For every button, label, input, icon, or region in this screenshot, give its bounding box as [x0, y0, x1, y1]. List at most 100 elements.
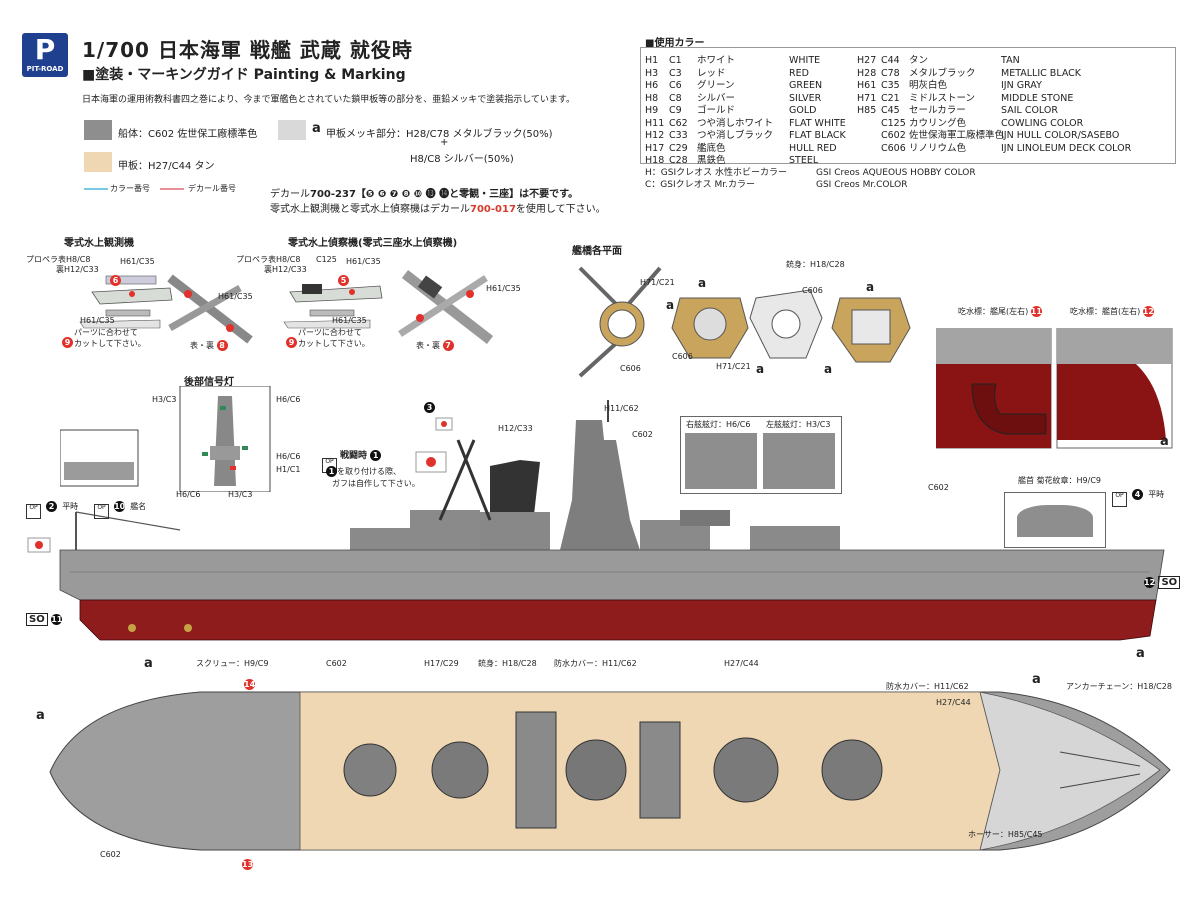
color-cell: FLAT WHITE [789, 117, 846, 129]
color-cell: TAN [1001, 55, 1020, 66]
top-h27b-label: H27/C44 [936, 698, 971, 707]
decal-4-num: 4 [1132, 489, 1144, 500]
recon-h61-label-2: H61/C35 [332, 316, 367, 325]
top-a-marker-1: a [144, 656, 153, 671]
bridge-plan-4 [831, 297, 911, 363]
bridge-plan-2 [671, 297, 749, 359]
top-c602b-label: C602 [100, 850, 121, 859]
top-gun-label: 銃身：H18/C28 [478, 659, 537, 668]
color-cell: IJN LINOLEUM DECK COLOR [1001, 142, 1132, 154]
color-cell: C78 [881, 67, 900, 79]
ship-name-op-text: OP [97, 504, 106, 511]
recon-c125-label: C125 [316, 255, 337, 264]
logo-mark: P [34, 33, 56, 66]
top-anchor-label: アンカーチェーン：H18/C28 [1066, 682, 1172, 691]
obs-h61-label-1: H61/C35 [120, 257, 155, 266]
peace-left-badge: OP 2 平時 [26, 494, 78, 519]
color-cell: WHITE [789, 55, 821, 66]
rear-h3-label-1: H3/C3 [152, 395, 177, 404]
color-line-label: カラー番号 [110, 184, 150, 193]
hull-c602-label: C602 [928, 483, 949, 492]
peace-right-text: 平時 [1148, 490, 1165, 499]
bridge-a-4: a [824, 362, 833, 376]
decal-3-badge: 3 [424, 395, 435, 414]
bridge-a-3: a [756, 362, 765, 376]
color-cell: C3 [669, 67, 682, 79]
sidelight-inset [680, 416, 842, 494]
recon-h61-label-1: H61/C35 [346, 257, 381, 266]
bridge-c606-label-3: C606 [802, 286, 823, 295]
obs-front-back-text: 表・裏 [190, 341, 214, 350]
logo-text: PIT-ROAD [26, 65, 64, 73]
color-cell: C602 [881, 130, 906, 141]
funnel-h12-label: H12/C33 [498, 424, 533, 433]
color-cell: C62 [669, 117, 688, 129]
color-cell: H28 [857, 67, 877, 79]
color-cell: COWLING COLOR [1001, 117, 1084, 129]
color-cell: MIDDLE STONE [1001, 92, 1074, 104]
deck-color-label: 甲板：H27/C44 タン [118, 161, 215, 172]
recon-cut-note-1: パーツに合わせて [298, 328, 362, 337]
port-light-label: 左舷舷灯：H3/C3 [766, 420, 831, 429]
color-table-title: ■使用カラー [645, 38, 705, 49]
battle-label-text: 戦闘時 [340, 451, 368, 461]
color-cell: リノリウム色 [909, 142, 967, 154]
line-legend [84, 188, 184, 190]
color-foot-2b: GSI Creos Mr.COLOR [816, 180, 908, 190]
recon-plane-side [283, 284, 383, 329]
color-cell: H27 [857, 55, 877, 66]
obs-top-h61-label: H61/C35 [218, 292, 253, 301]
color-cell: メタルブラック [909, 67, 976, 79]
superstructure [75, 400, 840, 552]
color-cell: H11 [645, 117, 665, 129]
bow-crest-image [1017, 505, 1093, 537]
color-foot-1b: GSI Creos AQUEOUS HOBBY COLOR [816, 168, 976, 178]
color-cell: 艦底色 [697, 142, 726, 154]
bridge-title: 艦橋各平面 [572, 246, 622, 257]
obs-plane-top [167, 274, 253, 344]
page-subtitle: ■塗装・マーキングガイド Painting & Marking [82, 67, 406, 83]
plate-color-label-2: H8/C8 シルバー(50%) [410, 154, 514, 165]
recon-prop-label: プロペラ表H8/C8 [236, 255, 301, 264]
decal-5-num: 5 [338, 275, 349, 286]
color-cell: C29 [669, 142, 688, 154]
color-foot-2a: C：GSIクレオス Mr.カラー [645, 180, 755, 190]
ship-side-view [27, 400, 1165, 641]
recon-plane-top [398, 270, 494, 344]
draft-bow-text: 吃水標：艦首(左右) [1070, 307, 1141, 316]
obs-plane-title: 零式水上観測機 [64, 238, 134, 249]
color-cell: RED [789, 67, 809, 79]
color-cell: GOLD [789, 105, 817, 116]
color-cell: H9 [645, 105, 659, 116]
color-cell: つや消しブラック [697, 130, 774, 141]
pit-road-logo: P PIT-ROAD [22, 33, 68, 77]
rear-h6-label-1: H6/C6 [276, 395, 301, 404]
color-cell: C28 [669, 155, 688, 166]
battle-flag [415, 417, 453, 473]
bridge-a-2: a [698, 276, 707, 290]
bridge-h71-label-2: H71/C21 [716, 362, 751, 371]
battle-note-num: 1 [326, 466, 337, 477]
top-superstructure [343, 711, 883, 829]
color-cell: H3 [645, 67, 659, 79]
peace-left-op-text: OP [29, 504, 38, 511]
battle-note-2: ガフは自作して下さい。 [332, 479, 420, 488]
color-cell: METALLIC BLACK [1001, 67, 1082, 79]
color-cell: H85 [857, 105, 877, 116]
color-cell: レッド [697, 67, 726, 79]
obs-prop-label: プロペラ表H8/C8 [26, 255, 91, 264]
obs-cut-note-2: カットして下さい。 [74, 339, 146, 348]
decal-10-num: 10 [114, 501, 126, 512]
decal-note-2a: 零式水上観測機と零式水上偵察機はデカール [270, 204, 470, 215]
color-cell: C8 [669, 92, 682, 104]
bridge-c606-label-2: C606 [672, 352, 693, 361]
decal-14-badge: 14 [244, 672, 255, 691]
decal-6-num-a: 6 [110, 275, 121, 286]
color-cell: タン [909, 55, 929, 66]
